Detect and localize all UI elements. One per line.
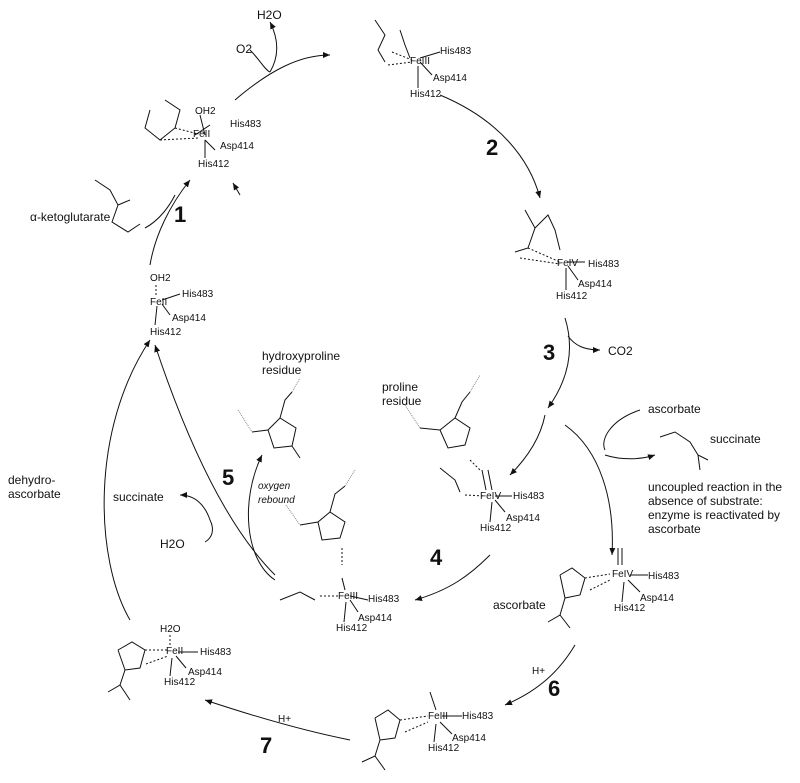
feIII-oh-metal: FeIII	[338, 591, 359, 602]
feIII-asc-metal: FeIII	[428, 711, 449, 722]
arrow-small-up	[232, 182, 241, 196]
feIII-oh-asp414: Asp414	[358, 613, 392, 624]
arrow-dha-release	[103, 339, 151, 621]
hydroxyproline-structure	[237, 377, 301, 459]
feIV-oxo-metal: FeIV	[480, 491, 502, 502]
uncoupled-note: uncoupled reaction in the absence of sub…	[648, 480, 783, 536]
arrow-rest-to-top	[149, 179, 191, 266]
feII-rest-water: OH2	[150, 273, 171, 284]
step-number-4: 4	[430, 545, 443, 570]
feII-rest-his483: His483	[182, 289, 214, 300]
feII-dha-water: H2O	[160, 624, 181, 635]
complex-feII-top	[144, 99, 216, 158]
feIV-asc-asp414: Asp414	[640, 593, 674, 604]
feIV-asc-metal: FeIV	[612, 569, 634, 580]
co2-label: CO2	[608, 344, 633, 358]
oxygen-rebound-label: oxygen rebound	[258, 481, 295, 506]
feII-dha-asp414: Asp414	[188, 667, 222, 678]
step-number-2: 2	[486, 135, 499, 160]
feIII-peroxo-his483: His483	[440, 46, 472, 57]
arrow-uncoupled	[564, 424, 616, 556]
feIII-peroxo-asp414: Asp414	[433, 73, 467, 84]
feIII-oh-his412: His412	[336, 623, 368, 634]
step-number-5: 5	[222, 465, 235, 490]
feII-rest-metal: FeII	[150, 297, 168, 308]
feIII-peroxo-his412: His412	[410, 89, 442, 100]
feII-dha-his483: His483	[200, 647, 232, 658]
step-number-3: 3	[543, 340, 556, 365]
feIV-oxo-asp414: Asp414	[506, 513, 540, 524]
arrow-step3-to-4	[547, 317, 571, 409]
feIV-asc-his483: His483	[648, 571, 680, 582]
feIII-asc-asp414: Asp414	[452, 733, 486, 744]
arrow-akg-in	[144, 194, 176, 229]
feII-rest-asp414: Asp414	[172, 313, 206, 324]
feIV-asc-his412: His412	[614, 603, 646, 614]
arrow-step1-to-2	[234, 52, 331, 101]
arrow-water-in-left	[204, 519, 213, 543]
arrow-succinate-out	[604, 454, 656, 461]
feII-rest-his412: His412	[150, 327, 182, 338]
feII-top-his412: His412	[198, 159, 230, 170]
complex-feIV-ascorbate	[547, 548, 648, 629]
akg-structure	[94, 179, 141, 233]
feIII-asc-his483: His483	[462, 711, 494, 722]
proton-step7-label: H+	[278, 714, 292, 725]
water-top-label: H2O	[257, 8, 282, 22]
oxygen-top-label: O2	[236, 42, 253, 56]
complex-feII-rest	[154, 285, 181, 326]
complex-feIII-ascorbate	[361, 691, 462, 771]
succinate-left-label: succinate	[113, 490, 164, 504]
feIV-oxo-his483: His483	[513, 491, 545, 502]
ascorbate-in-label: ascorbate	[648, 402, 701, 416]
arrow-hydroxyproline-out	[247, 454, 276, 581]
step-number-6: 6	[548, 676, 561, 701]
feII-dha-his412: His412	[164, 677, 196, 688]
feIII-oh-his483: His483	[368, 594, 400, 605]
arrow-step7	[204, 699, 351, 741]
arrow-step6	[504, 644, 576, 706]
succinate-structure-right	[659, 431, 709, 471]
arrow-step2-to-3	[439, 94, 542, 199]
feII-top-asp414: Asp414	[220, 141, 254, 152]
complex-feIV-cyclic	[514, 209, 585, 290]
feIII-peroxo-metal: FeIII	[410, 56, 431, 67]
feII-dha-metal: FeII	[166, 646, 184, 657]
step-number-1: 1	[174, 202, 187, 227]
step-number-7: 7	[260, 733, 273, 758]
arrow-step4	[414, 554, 491, 601]
ascorbate-complex-label: ascorbate	[493, 598, 546, 612]
arrow-h2o-out	[269, 21, 278, 73]
arrow-ascorbate-in	[603, 409, 641, 451]
proton-step6-label: H+	[532, 666, 546, 677]
arrow-o2-in	[249, 49, 271, 73]
feIII-asc-his412: His412	[428, 743, 460, 754]
proline-label: proline residue	[382, 380, 422, 408]
complex-feIII-oh	[279, 469, 369, 623]
feIV-cyclic-his483: His483	[588, 259, 620, 270]
arrow-succinate-release	[179, 492, 211, 521]
feIV-cyclic-asp414: Asp414	[578, 279, 612, 290]
feIV-cyclic-his412: His412	[556, 291, 588, 302]
dehydroascorbate-label: dehydro-ascorbate	[8, 473, 61, 501]
hydroxyproline-label: hydroxyproline residue	[262, 349, 341, 377]
complex-feIII-peroxo	[374, 19, 441, 88]
feIV-cyclic-metal: FeIV	[557, 258, 579, 269]
feII-top-his483: His483	[230, 119, 262, 130]
feII-top-metal: FeII	[193, 129, 211, 140]
feII-top-water: OH2	[195, 106, 216, 117]
arrow-to-proline-complex	[509, 414, 546, 476]
succinate-right-label: succinate	[710, 432, 761, 446]
complex-feII-dehydroascorbate	[107, 635, 198, 701]
feIV-oxo-his412: His412	[480, 523, 512, 534]
akg-label: α-ketoglutarate	[30, 210, 111, 224]
water-left-label: H2O	[160, 537, 185, 551]
complex-proline-feIV-oxo	[404, 374, 512, 523]
arrow-co2-out	[567, 335, 601, 353]
